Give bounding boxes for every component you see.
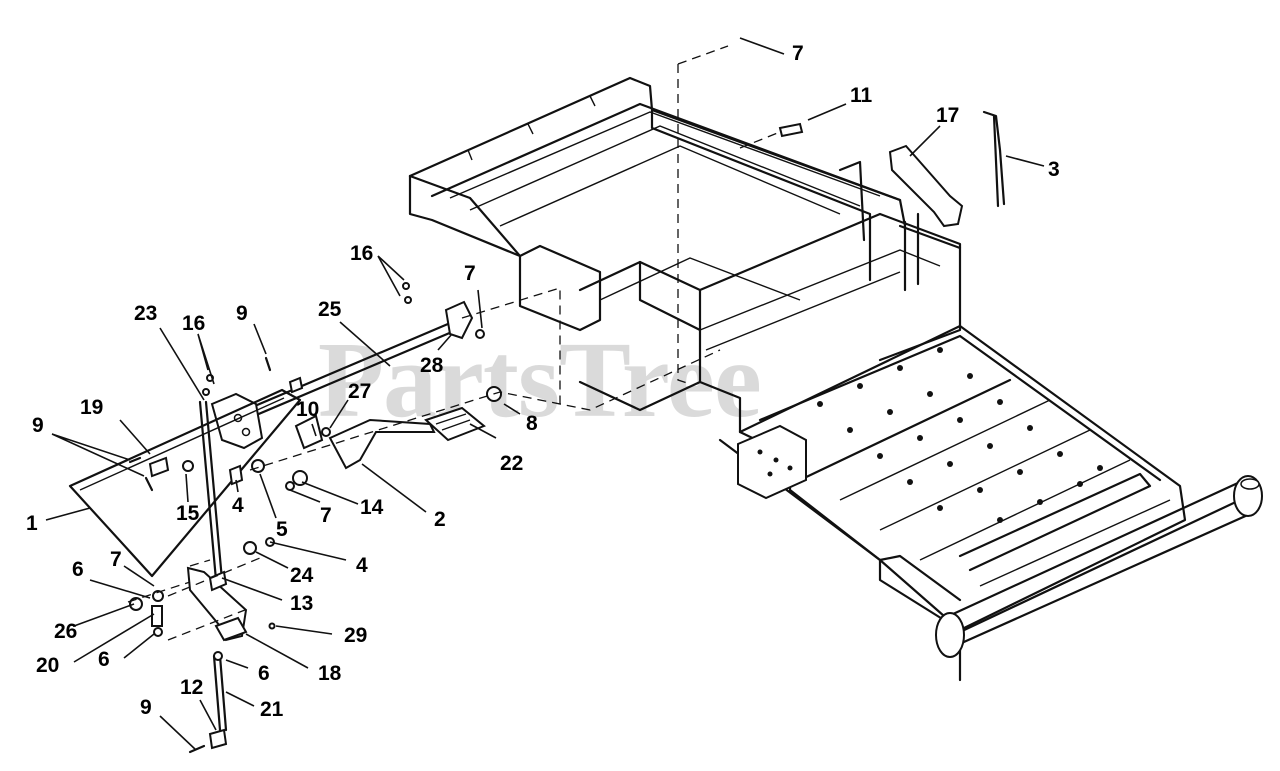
callout: 7 — [110, 548, 122, 571]
callout: 16 — [350, 242, 373, 265]
callout: 17 — [936, 104, 959, 127]
callout: 3 — [1048, 158, 1060, 181]
callout: 9 — [32, 414, 44, 437]
callout: 20 — [36, 654, 59, 677]
control-block — [737, 424, 807, 500]
callout: 7 — [464, 262, 476, 285]
callout: 15 — [176, 502, 200, 525]
leader-lines — [45, 37, 1045, 751]
callout: 8 — [526, 412, 538, 435]
callout: 22 — [500, 452, 523, 475]
callout: 27 — [348, 380, 371, 403]
callout: 13 — [290, 592, 313, 615]
callout: 4 — [356, 554, 368, 577]
rod-3 — [982, 110, 1006, 208]
callout: 6 — [98, 648, 110, 671]
watermark: PartsTree — [318, 321, 761, 440]
callout: 29 — [344, 624, 367, 647]
callout: 10 — [296, 398, 319, 421]
assembly-lines — [127, 45, 781, 641]
callout: 6 — [72, 558, 84, 581]
callout: 9 — [140, 696, 152, 719]
bracket-17 — [888, 144, 964, 228]
callout: 5 — [276, 518, 288, 541]
callout: 7 — [792, 42, 804, 65]
callout: 4 — [232, 494, 244, 517]
bolt-11 — [778, 122, 804, 138]
callout: 24 — [290, 564, 314, 587]
callout: 26 — [54, 620, 77, 643]
callout: 2 — [434, 508, 446, 531]
callout: 12 — [180, 676, 203, 699]
front-tube-end-left — [935, 612, 965, 658]
callout: 23 — [134, 302, 157, 325]
callout: 14 — [360, 496, 384, 519]
callout: 18 — [318, 662, 342, 685]
callout: 1 — [26, 512, 38, 535]
callout-labels: 7 11 17 3 16 7 25 23 16 9 28 27 10 19 9 … — [26, 42, 1060, 721]
control-linkage — [68, 282, 502, 754]
main-frame — [408, 76, 1263, 682]
callout: 7 — [320, 504, 332, 527]
callout: 6 — [258, 662, 270, 685]
callout: 16 — [182, 312, 205, 335]
deck-holes — [757, 347, 1103, 523]
callout: 25 — [318, 298, 342, 321]
callout: 9 — [236, 302, 248, 325]
callout: 19 — [80, 396, 103, 419]
callout: 21 — [260, 698, 284, 721]
callout: 11 — [850, 84, 873, 107]
callout: 28 — [420, 354, 444, 377]
